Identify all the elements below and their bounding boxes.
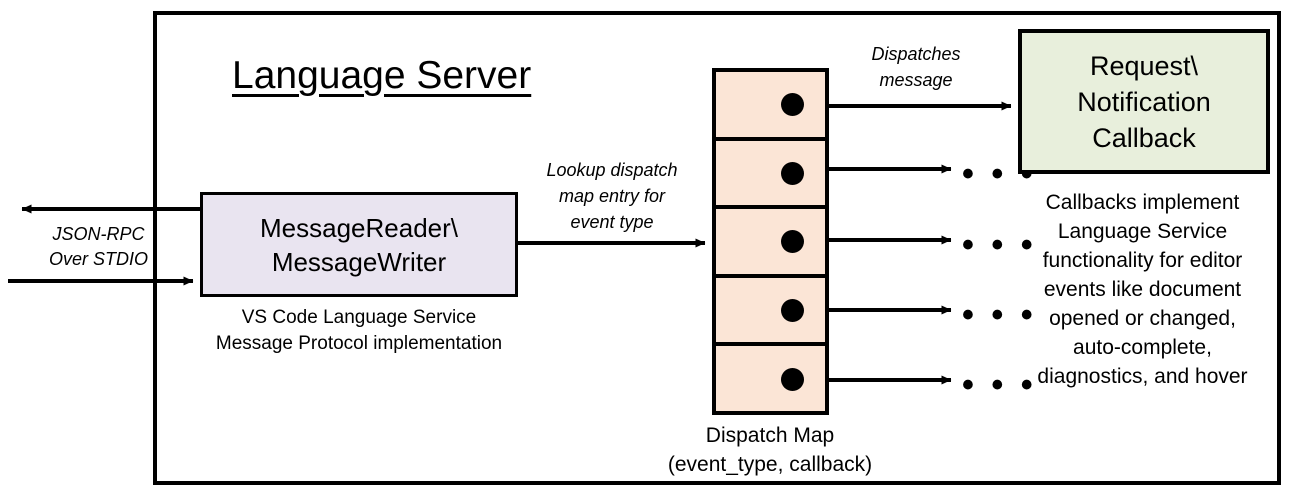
lookup-label-line1: Lookup dispatch: [546, 160, 678, 180]
lookup-label-line3: event type: [570, 212, 654, 232]
callback-caption-line7: diagnostics, and hover: [1037, 365, 1248, 388]
filled-dot-icon: [781, 230, 804, 254]
message-reader-writer-box[interactable]: MessageReader\ MessageWriter: [200, 192, 518, 297]
message-reader-line2: MessageWriter: [271, 246, 447, 277]
language-server-container: [153, 11, 1281, 485]
dispatches-message-label: Dispatches message: [836, 41, 996, 93]
callback-caption-line5: opened or changed,: [1049, 307, 1236, 330]
filled-dot-icon: [781, 161, 804, 185]
filled-dot-icon: [781, 299, 804, 323]
callback-line1: Request\: [1089, 50, 1199, 81]
callback-line2: Notification: [1077, 86, 1211, 117]
message-reader-caption: VS Code Language Service Message Protoco…: [180, 305, 538, 357]
message-reader-line1: MessageReader\: [260, 212, 458, 243]
filled-dot-icon: [781, 93, 804, 117]
callback-caption-line2: Language Service: [1057, 220, 1228, 243]
dispatch-map-table[interactable]: [712, 68, 829, 415]
dispatch-map-row-2[interactable]: [716, 141, 825, 210]
page-title: Language Server: [232, 54, 532, 97]
dispatch-map-row-4[interactable]: [716, 278, 825, 347]
message-reader-caption-line1: VS Code Language Service: [241, 307, 477, 328]
lookup-label-line2: map entry for: [558, 186, 666, 206]
dispatch-map-row-1[interactable]: [716, 72, 825, 141]
callback-caption-line6: auto-complete,: [1073, 336, 1212, 359]
dispatch-map-caption-line1: Dispatch Map: [705, 424, 835, 447]
request-notification-callback-box[interactable]: Request\ Notification Callback: [1018, 29, 1270, 174]
dispatch-map-row-5[interactable]: [716, 346, 825, 411]
callback-caption-line4: events like document: [1043, 278, 1242, 301]
dispatch-map-caption: Dispatch Map (event_type, callback): [645, 421, 895, 479]
dispatches-label-line2: message: [879, 70, 953, 90]
callback-caption-line1: Callbacks implement: [1045, 191, 1240, 214]
filled-dot-icon: [781, 367, 804, 391]
lookup-dispatch-label: Lookup dispatch map entry for event type: [519, 157, 705, 235]
callback-caption: Callbacks implement Language Service fun…: [1000, 188, 1285, 391]
transport-label-line1: JSON-RPC: [52, 224, 145, 244]
message-reader-caption-line2: Message Protocol implementation: [215, 333, 503, 354]
callback-caption-line3: functionality for editor: [1042, 249, 1243, 272]
dispatch-map-caption-line2: (event_type, callback): [667, 453, 873, 476]
dispatches-label-line1: Dispatches: [871, 44, 961, 64]
transport-label: JSON-RPC Over STDIO: [36, 222, 161, 272]
transport-label-line2: Over STDIO: [48, 249, 148, 269]
dispatch-map-row-3[interactable]: [716, 209, 825, 278]
callback-line3: Callback: [1092, 122, 1196, 153]
